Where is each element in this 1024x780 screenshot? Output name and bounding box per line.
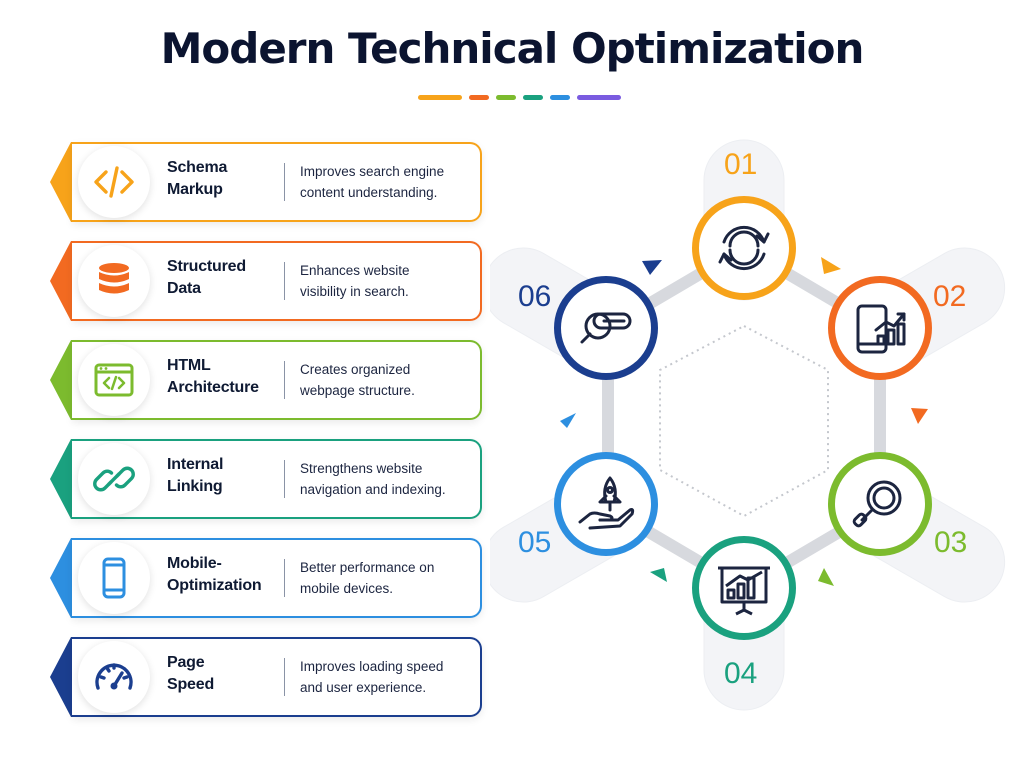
cycle-number-05: 05 (518, 526, 552, 559)
rocket-hand-icon (578, 476, 635, 530)
cycle-node-06 (554, 276, 658, 380)
cycle-node-05 (554, 452, 658, 556)
tablet-chart-icon (856, 304, 906, 354)
smartphone-icon (78, 542, 150, 614)
link-icon (78, 443, 150, 515)
database-icon (78, 245, 150, 317)
browser-code-icon (78, 344, 150, 416)
cycle-number-06: 06 (518, 280, 552, 313)
cycle-number-03: 03 (934, 526, 968, 559)
search-bar-icon (580, 312, 632, 344)
cycle-node-01 (692, 196, 796, 300)
cycle-number-04: 04 (724, 657, 758, 690)
cycle-number-02: 02 (933, 280, 967, 313)
refresh-icon (718, 225, 770, 271)
speedometer-icon (78, 641, 150, 713)
code-icon (78, 146, 150, 218)
page-title: Modern Technical Optimization (160, 24, 865, 73)
cycle-number-01: 01 (724, 148, 758, 181)
feature-name: Mobile-Optimization (167, 555, 262, 594)
cycle-diagram: 01 02 03 04 05 06 (490, 130, 1024, 730)
cycle-node-03 (828, 452, 932, 556)
cycle-node-02 (828, 276, 932, 380)
feature-card-mobile-optimization: Mobile-Optimization Better performance o… (50, 538, 482, 618)
cycle-node-04 (692, 536, 796, 640)
presentation-chart-icon (718, 566, 770, 616)
title-underline (418, 95, 621, 101)
magnifier-icon (852, 480, 902, 528)
